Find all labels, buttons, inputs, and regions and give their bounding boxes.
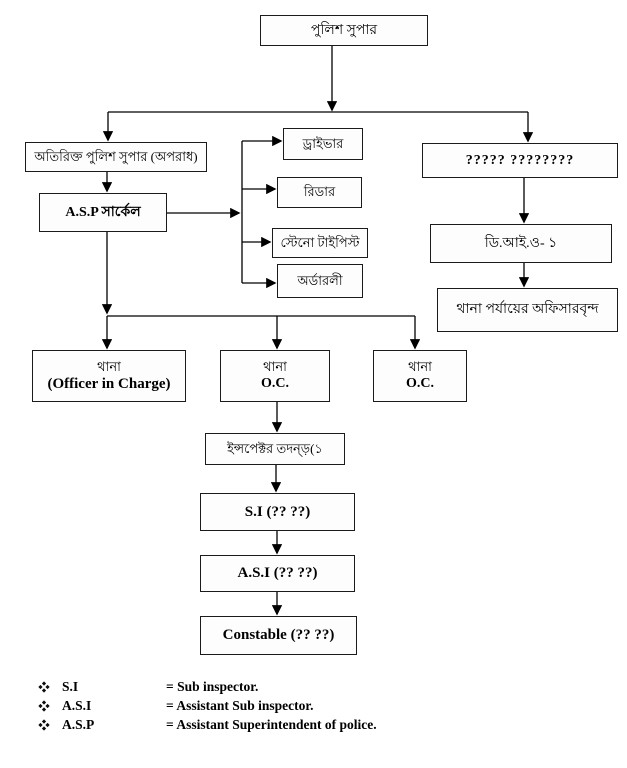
node-driver: ড্রাইভার — [283, 128, 363, 160]
legend-item-asi: A.S.I = Assistant Sub inspector. — [38, 698, 377, 713]
thana-oc2-line1: থানা — [408, 359, 432, 375]
node-reader: রিডার — [277, 177, 362, 208]
legend-term: S.I — [62, 678, 79, 694]
node-police-super: পুলিশ সুপার — [260, 15, 428, 46]
legend-item-si: S.I = Sub inspector. — [38, 679, 377, 694]
node-orderly: অর্ডারলী — [277, 264, 363, 298]
node-asp-circle: A.S.P সার্কেল — [39, 193, 167, 232]
legend-definition: = Assistant Superintendent of police. — [166, 716, 377, 732]
node-constable: Constable (?? ??) — [200, 616, 357, 655]
diamond-bullet-icon — [38, 718, 50, 731]
node-thana-officer-in-charge: থানা (Officer in Charge) — [32, 350, 186, 402]
node-inspector-investigation: ইন্সপেক্টর তদন্ড়(১ — [205, 433, 345, 465]
legend-term: A.S.I — [62, 697, 92, 713]
legend-definition: = Assistant Sub inspector. — [166, 697, 314, 713]
node-thana-oc-2: থানা O.C. — [373, 350, 467, 402]
thana-oc1-line2: O.C. — [261, 376, 289, 392]
thana-oic-line1: থানা — [97, 358, 121, 374]
node-unknown-placeholder: ????? ???????? — [422, 143, 618, 178]
node-thana-level-officers: থানা পর্যায়ের অফিসারবৃন্দ — [437, 288, 618, 332]
legend-term: A.S.P — [62, 716, 95, 732]
node-steno-typist: স্টেনো টাইপিস্ট — [272, 228, 368, 258]
legend: S.I = Sub inspector. A.S.I = Assistant S… — [38, 679, 377, 732]
thana-oic-line2: (Officer in Charge) — [47, 375, 171, 392]
node-dio-1: ডি.আই.ও- ১ — [430, 224, 612, 263]
legend-definition: = Sub inspector. — [166, 678, 259, 694]
node-asi: A.S.I (?? ??) — [200, 555, 355, 592]
thana-oc2-line2: O.C. — [406, 376, 434, 392]
thana-oc1-line1: থানা — [263, 359, 287, 375]
node-additional-police-super: অতিরিক্ত পুলিশ সুপার (অপরাধ) — [25, 142, 207, 172]
legend-item-asp: A.S.P = Assistant Superintendent of poli… — [38, 717, 377, 732]
diamond-bullet-icon — [38, 680, 50, 693]
node-si: S.I (?? ??) — [200, 493, 355, 531]
diamond-bullet-icon — [38, 699, 50, 712]
node-thana-oc-1: থানা O.C. — [220, 350, 330, 402]
